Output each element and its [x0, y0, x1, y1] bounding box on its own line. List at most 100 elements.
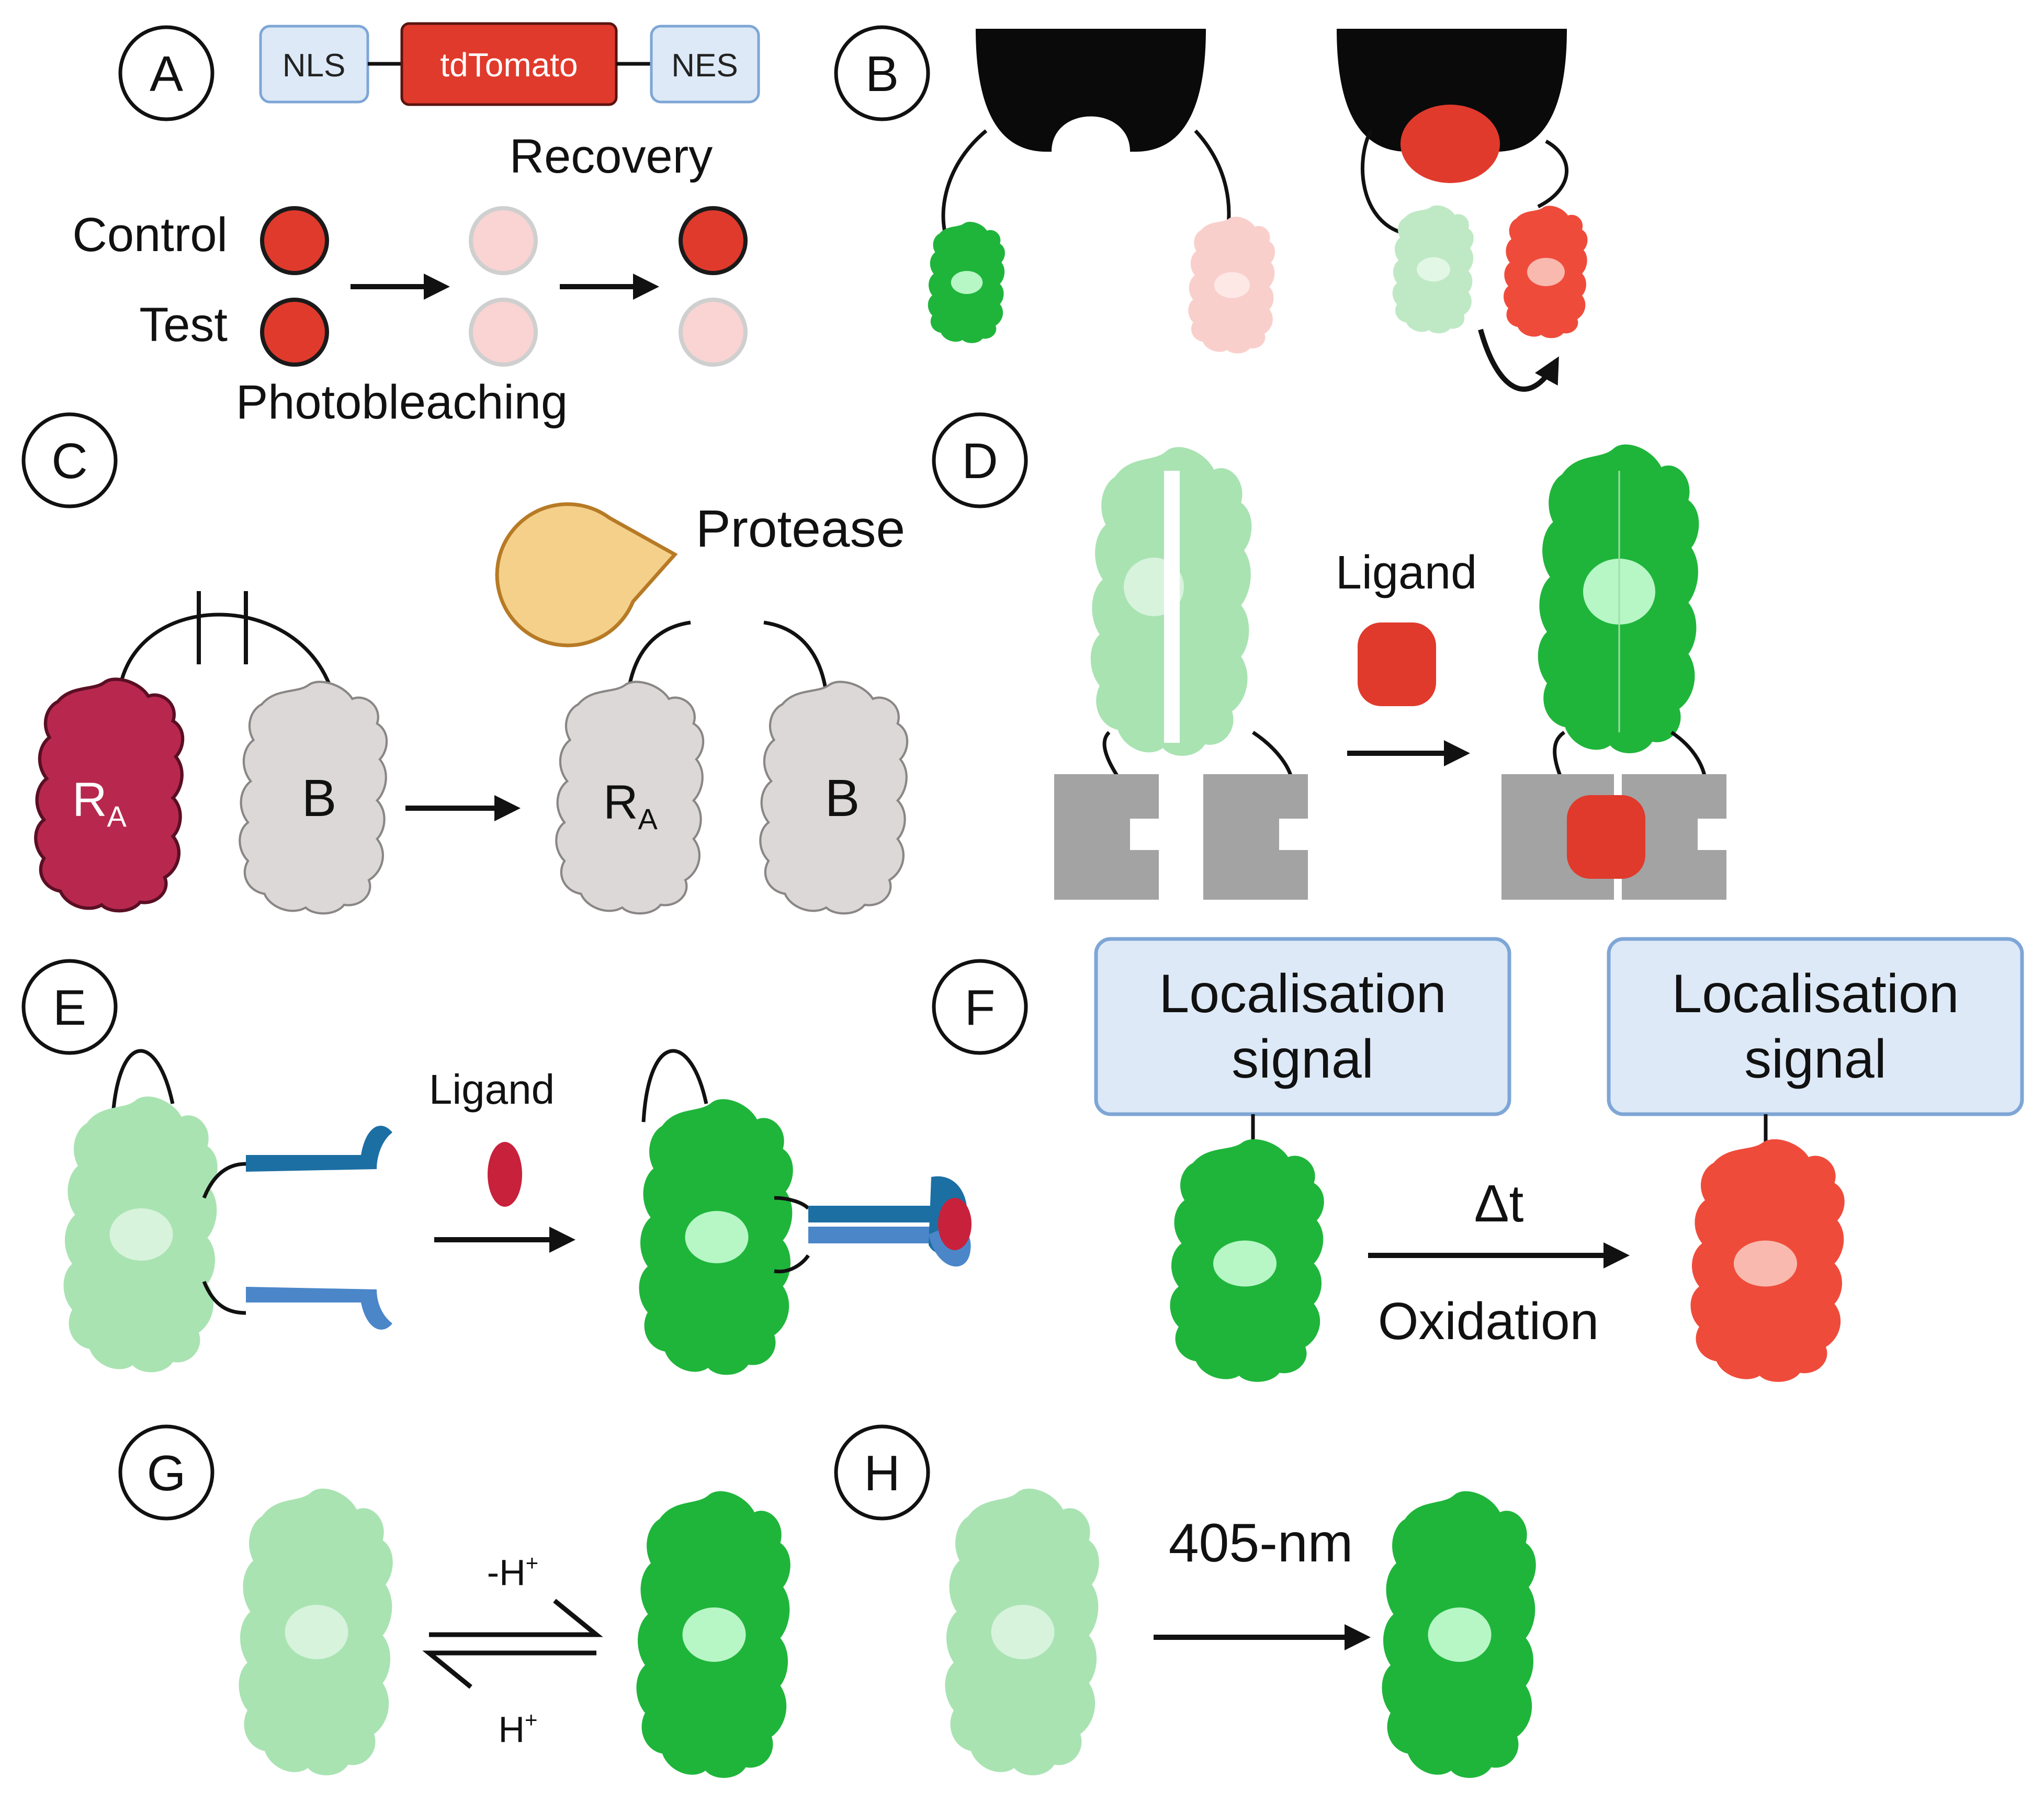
ra-label-intact: RA — [72, 773, 127, 833]
linker-right-b — [1537, 139, 1569, 209]
panel-a-circle — [118, 25, 214, 121]
linker-d-left — [1102, 731, 1121, 780]
binding-half-left-open — [1054, 774, 1159, 900]
ra-protein-intact — [36, 679, 183, 911]
linker-e2-top — [774, 1196, 810, 1210]
panel-b: B — [834, 25, 1588, 392]
deprotonation-label: -H+ — [487, 1550, 538, 1593]
linker-right-a — [1361, 130, 1403, 235]
panel-f-letter: F — [965, 980, 996, 1036]
cut-linker-left — [626, 620, 691, 696]
binding-domain-e2-bottom — [808, 1227, 939, 1243]
photoactivatable-fp-faded — [945, 1488, 1099, 1775]
panel-d-letter: D — [962, 433, 998, 489]
cut-linker-right — [763, 620, 829, 696]
binding-domain-open — [976, 29, 1206, 152]
panel-f-circle — [932, 959, 1028, 1055]
panel-e-letter: E — [53, 980, 86, 1036]
ligand-d — [1358, 622, 1436, 706]
test-label: Test — [139, 298, 228, 352]
panel-c: C RA B Protease RA B — [21, 412, 907, 913]
panel-f: F Localisation signal Δt Oxidation Local… — [932, 937, 2024, 1382]
control-recovered-dot — [679, 206, 748, 275]
equilibrium-backward — [422, 1650, 596, 1689]
panel-d: D Ligand — [932, 412, 1726, 900]
control-label: Control — [72, 208, 228, 262]
binding-domain-e2-top — [808, 1206, 939, 1222]
protease-shape — [495, 502, 678, 648]
control-bleached-dot — [469, 206, 538, 275]
timer-fp-green — [1170, 1139, 1324, 1382]
nes-box — [650, 25, 760, 104]
binding-domain-e-top — [246, 1126, 392, 1172]
test-unrecovered-dot — [679, 298, 748, 367]
panel-c-letter: C — [51, 433, 87, 489]
bound-ligand-b — [1401, 105, 1500, 183]
ra-label-cleaved: RA — [603, 776, 658, 835]
test-bleached-dot — [469, 298, 538, 367]
panel-g-circle — [118, 1424, 214, 1521]
b-label-cleaved: B — [825, 769, 860, 828]
panel-b-circle — [834, 25, 930, 121]
panel-h: H 405-nm — [834, 1424, 1536, 1778]
tdtomato-label: tdTomato — [440, 46, 578, 84]
linker-left-b — [1194, 129, 1231, 236]
binding-domain-e-bottom — [246, 1287, 392, 1330]
localisation-box-right — [1607, 937, 2024, 1116]
localisation-box-left — [1094, 937, 1511, 1116]
panel-h-letter: H — [864, 1445, 900, 1501]
panel-g-letter: G — [147, 1445, 186, 1501]
wavelength-label: 405-nm — [1169, 1513, 1353, 1573]
panel-a-letter: A — [150, 46, 183, 102]
ph-fp-bright — [636, 1491, 791, 1778]
bound-ligand-e — [938, 1198, 972, 1250]
cleavable-linker — [118, 613, 332, 686]
green-fp-faded-right — [1392, 205, 1474, 334]
localisation-right-line2: signal — [1744, 1029, 1887, 1090]
green-fp-left — [928, 221, 1005, 343]
ph-fp-faded — [239, 1488, 393, 1775]
delta-t-label: Δt — [1474, 1174, 1524, 1233]
localisation-left-line1: Localisation — [1159, 964, 1446, 1024]
b-label-intact: B — [302, 769, 337, 828]
equilibrium-forward — [429, 1599, 603, 1637]
panel-a: A NLS tdTomato NES Recovery Control Test… — [72, 22, 760, 429]
panel-h-circle — [834, 1424, 930, 1521]
panel-c-circle — [21, 412, 118, 508]
bound-ligand-d — [1567, 795, 1645, 879]
linker-e2-bottom — [774, 1254, 810, 1274]
split-fp-faded — [1090, 447, 1252, 756]
binding-half-right-closed — [1622, 774, 1726, 900]
cpfp-faded — [63, 1096, 218, 1373]
red-fp-bright-right — [1504, 206, 1588, 338]
ligand-e — [488, 1142, 522, 1207]
panel-d-circle — [932, 412, 1028, 508]
protease-label: Protease — [696, 500, 905, 558]
panel-e-circle — [21, 959, 118, 1055]
loop-e-right — [641, 1049, 708, 1123]
nls-label: NLS — [283, 48, 346, 84]
fret-arrow — [1478, 329, 1559, 392]
linker-e-top — [202, 1162, 246, 1199]
red-fp-faded-left — [1188, 217, 1275, 354]
binding-half-right-open — [1203, 774, 1308, 900]
oxidation-label: Oxidation — [1378, 1292, 1599, 1351]
ligand-label-d: Ligand — [1336, 547, 1477, 599]
localisation-right-line1: Localisation — [1672, 964, 1959, 1024]
panel-e: E Ligand — [21, 959, 972, 1375]
recovery-label: Recovery — [510, 130, 713, 183]
timer-fp-red — [1690, 1139, 1845, 1382]
photoactivatable-fp-bright — [1382, 1491, 1536, 1778]
control-fp-dot — [260, 206, 329, 275]
linker-e-bottom — [202, 1281, 246, 1315]
loop-e-left — [110, 1049, 175, 1123]
binding-domain-closed — [1337, 29, 1567, 152]
protonation-label: H+ — [498, 1707, 537, 1750]
cpfp-bright — [639, 1099, 793, 1375]
nes-label: NES — [671, 48, 738, 84]
photobleaching-label: Photobleaching — [236, 376, 568, 429]
linker-d2-left — [1553, 731, 1566, 780]
panel-b-letter: B — [865, 46, 899, 102]
localisation-left-line2: signal — [1232, 1029, 1374, 1090]
